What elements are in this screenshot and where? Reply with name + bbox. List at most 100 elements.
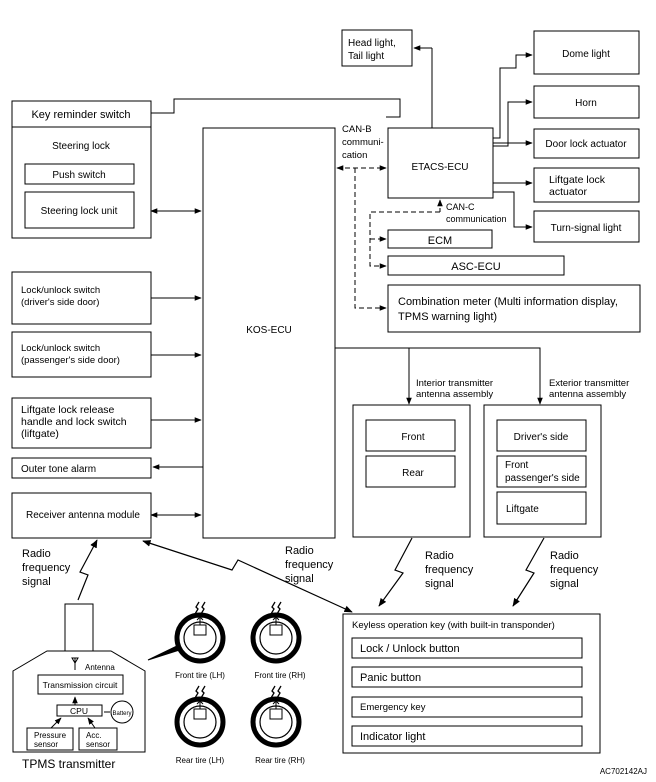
svg-text:cation: cation bbox=[342, 150, 367, 161]
svg-text:frequency: frequency bbox=[550, 564, 599, 576]
svg-text:Head light,: Head light, bbox=[348, 38, 396, 49]
tpms-transmitter-label: TPMS transmitter bbox=[22, 757, 115, 771]
indicator-light-box bbox=[351, 725, 583, 747]
keyless-operation-key: Keyless operation key (with built-in tra… bbox=[342, 613, 601, 754]
svg-text:actuator: actuator bbox=[549, 186, 587, 198]
battery-icon bbox=[110, 700, 134, 724]
svg-text:Horn: Horn bbox=[575, 98, 597, 109]
svg-text:Front tire (RH): Front tire (RH) bbox=[254, 671, 305, 680]
tire-rear-lh: Rear tire (LH) bbox=[176, 685, 225, 765]
tire-rear-rh: Rear tire (RH) bbox=[253, 685, 305, 765]
figure-id: AC702142AJ bbox=[600, 767, 647, 776]
svg-text:Turn-signal light: Turn-signal light bbox=[551, 223, 622, 234]
left-connectors bbox=[150, 98, 401, 518]
emergency-key-label: Emergency key bbox=[360, 702, 426, 713]
svg-text:Radio: Radio bbox=[425, 550, 454, 562]
svg-text:Dome light: Dome light bbox=[562, 49, 610, 60]
pressure-sensor-box bbox=[26, 727, 74, 751]
svg-text:Pressure: Pressure bbox=[34, 731, 67, 740]
dome-light: Dome light bbox=[533, 30, 640, 75]
kos-ecu-label: KOS-ECU bbox=[246, 325, 292, 336]
front-passenger-label-1: Front bbox=[505, 460, 529, 471]
interior-rear-box bbox=[365, 455, 456, 488]
svg-text:Radio: Radio bbox=[285, 545, 314, 557]
tpms-antenna-label: Antenna bbox=[85, 663, 115, 672]
etacs-output-lines bbox=[493, 52, 533, 230]
interior-antenna-assembly: Front Rear bbox=[352, 404, 471, 538]
lock-unlock-button-label: Lock / Unlock button bbox=[360, 643, 460, 655]
svg-text:Combination meter (Multi infor: Combination meter (Multi information dis… bbox=[398, 296, 618, 308]
svg-text:(driver's side door): (driver's side door) bbox=[21, 297, 99, 308]
tpms-transmitter: Antenna Transmission circuit CPU Battery… bbox=[12, 603, 187, 771]
svg-text:signal: signal bbox=[425, 578, 454, 590]
battery-label: Battery bbox=[112, 711, 131, 717]
svg-text:communi-: communi- bbox=[342, 137, 384, 148]
svg-text:Key reminder switch: Key reminder switch bbox=[31, 109, 130, 121]
svg-text:Tail light: Tail light bbox=[348, 51, 384, 62]
exterior-antenna-assembly: Driver's side Front passenger's side Lif… bbox=[483, 404, 602, 538]
svg-text:CAN-C: CAN-C bbox=[446, 202, 475, 212]
key-reminder-switch: Key reminder switch bbox=[11, 100, 152, 128]
svg-text:ECM: ECM bbox=[428, 235, 452, 247]
svg-text:ASC-ECU: ASC-ECU bbox=[451, 261, 501, 273]
svg-text:Lock/unlock switch: Lock/unlock switch bbox=[21, 285, 100, 296]
lock-unlock-switch-passenger: Lock/unlock switch (passenger's side doo… bbox=[11, 331, 152, 378]
drivers-side-box bbox=[496, 419, 587, 452]
can-c-label: CAN-C communication bbox=[446, 202, 507, 224]
svg-text:Radio: Radio bbox=[550, 550, 579, 562]
svg-text:antenna assembly: antenna assembly bbox=[549, 389, 626, 400]
svg-text:(passenger's side door): (passenger's side door) bbox=[21, 355, 120, 366]
front-passenger-label-2: passenger's side bbox=[505, 473, 580, 484]
keyless-key-title: Keyless operation key (with built-in tra… bbox=[352, 620, 555, 631]
svg-text:frequency: frequency bbox=[22, 562, 71, 574]
svg-text:Liftgate lock release: Liftgate lock release bbox=[21, 404, 115, 416]
kos-antenna-lines bbox=[335, 347, 543, 405]
svg-text:handle and lock switch: handle and lock switch bbox=[21, 416, 127, 428]
svg-text:frequency: frequency bbox=[425, 564, 474, 576]
svg-text:communication: communication bbox=[446, 214, 507, 224]
liftgate-lock-release-switch: Liftgate lock release handle and lock sw… bbox=[11, 397, 152, 449]
etacs-ecu-block: ETACS-ECU bbox=[387, 127, 494, 199]
svg-text:CAN-B: CAN-B bbox=[342, 124, 372, 135]
svg-text:Door lock actuator: Door lock actuator bbox=[545, 139, 627, 150]
cpu-box bbox=[56, 704, 103, 717]
interior-front-label: Front bbox=[401, 432, 425, 443]
svg-text:Lock/unlock switch: Lock/unlock switch bbox=[21, 343, 100, 354]
svg-text:Outer tone alarm: Outer tone alarm bbox=[21, 464, 96, 475]
svg-text:ETACS-ECU: ETACS-ECU bbox=[411, 162, 468, 173]
lock-unlock-switch-driver: Lock/unlock switch (driver's side door) bbox=[11, 271, 152, 325]
horn: Horn bbox=[533, 85, 640, 119]
svg-text:Receiver antenna module: Receiver antenna module bbox=[26, 510, 140, 521]
head-tail-light: Head light, Tail light bbox=[341, 29, 413, 67]
svg-text:Front tire (LH): Front tire (LH) bbox=[175, 671, 225, 680]
asc-ecu-block: ASC-ECU bbox=[387, 255, 565, 276]
radio-signal-labels: Radio frequency signal Radio frequency s… bbox=[22, 545, 599, 590]
steering-lock-unit-label: Steering lock unit bbox=[41, 206, 118, 217]
svg-text:Rear tire (RH): Rear tire (RH) bbox=[255, 756, 305, 765]
door-lock-actuator: Door lock actuator bbox=[533, 128, 640, 159]
svg-text:Radio: Radio bbox=[22, 548, 51, 560]
steering-lock-label: Steering lock bbox=[52, 141, 111, 152]
turn-signal-light: Turn-signal light bbox=[533, 210, 640, 243]
can-bus-lines bbox=[336, 165, 443, 311]
kos-ecu-block: KOS-ECU bbox=[202, 127, 336, 539]
tire-front-rh: Front tire (RH) bbox=[253, 601, 306, 680]
can-b-label: CAN-B communi- cation bbox=[342, 124, 384, 161]
outer-tone-alarm: Outer tone alarm bbox=[11, 457, 152, 479]
svg-text:TPMS warning light): TPMS warning light) bbox=[398, 311, 497, 323]
interior-front-box bbox=[365, 419, 456, 452]
cpu-label: CPU bbox=[70, 706, 88, 716]
svg-text:Interior transmitter: Interior transmitter bbox=[416, 378, 493, 389]
push-switch-box bbox=[24, 163, 135, 185]
svg-text:sensor: sensor bbox=[86, 740, 110, 749]
acc-sensor-box bbox=[78, 727, 118, 751]
emergency-key-box bbox=[351, 696, 583, 718]
indicator-light-label: Indicator light bbox=[360, 731, 425, 743]
svg-text:sensor: sensor bbox=[34, 740, 58, 749]
svg-text:signal: signal bbox=[22, 576, 51, 588]
liftgate-antenna-box bbox=[496, 491, 587, 525]
steering-lock-group: Steering lock Push switch Steering lock … bbox=[11, 126, 152, 239]
panic-button-box bbox=[351, 666, 583, 688]
panic-button-label: Panic button bbox=[360, 672, 421, 684]
svg-text:Exterior transmitter: Exterior transmitter bbox=[549, 378, 629, 389]
